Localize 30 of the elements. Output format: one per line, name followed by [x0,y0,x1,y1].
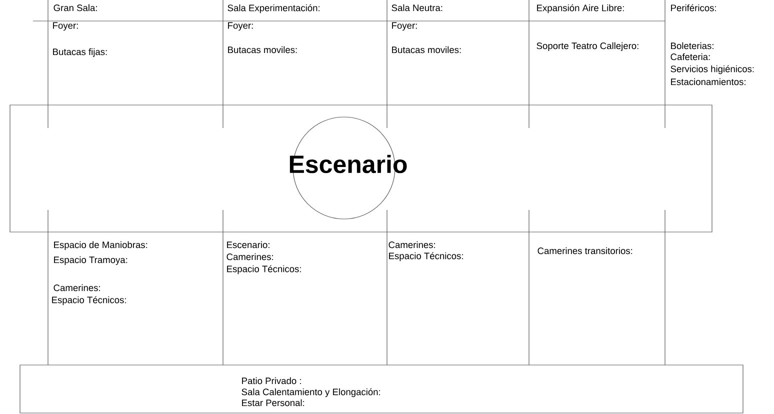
zone-heading: Gran Sala: [54,4,97,12]
zone-label: Estar Personal: [242,399,304,406]
zone-heading: Sala Experimentación: [228,4,320,14]
zone-label: Escenario: [227,241,270,248]
zone-label: Espacio de Maniobras: [54,241,148,250]
zone-label: Cafeteria: [670,53,710,60]
zone-heading: Periféricos: [671,4,716,12]
zone-label: Soporte Teatro Callejero: [536,42,638,51]
zone-label: Espacio Técnicos: [52,296,126,306]
zone-label: Servicios higiénicos: [670,65,754,74]
zone-label: Camerines: [54,284,100,292]
stage-band [10,104,712,232]
zone-label: Espacio Técnicos: [389,252,463,262]
zone-label: Sala Calentamiento y Elongación: [242,388,380,398]
zone-label: Foyer: [228,22,253,31]
zone-label: Camerines: [226,253,273,260]
zone-label: Camerines: [388,241,435,248]
zone-heading: Sala Neutra: [392,4,442,12]
zone-label: Foyer: [392,22,417,31]
zone-heading: Expansión Aire Libre: [537,4,624,14]
zone-label: Butacas moviles: [228,46,297,54]
zone-label: Patio Privado : [242,377,301,384]
zone-label: Foyer: [53,22,78,31]
zone-label: Boleterias: [671,42,714,50]
zone-label: Espacio Tramoya: [54,256,128,265]
zone-label: Butacas fijas: [53,48,107,57]
zone-label: Espacio Técnicos: [227,265,301,274]
zone-label: Estacionamientos: [671,78,746,86]
zone-label: Camerines transitorios: [538,247,632,254]
zone-label: Butacas moviles: [392,46,461,54]
